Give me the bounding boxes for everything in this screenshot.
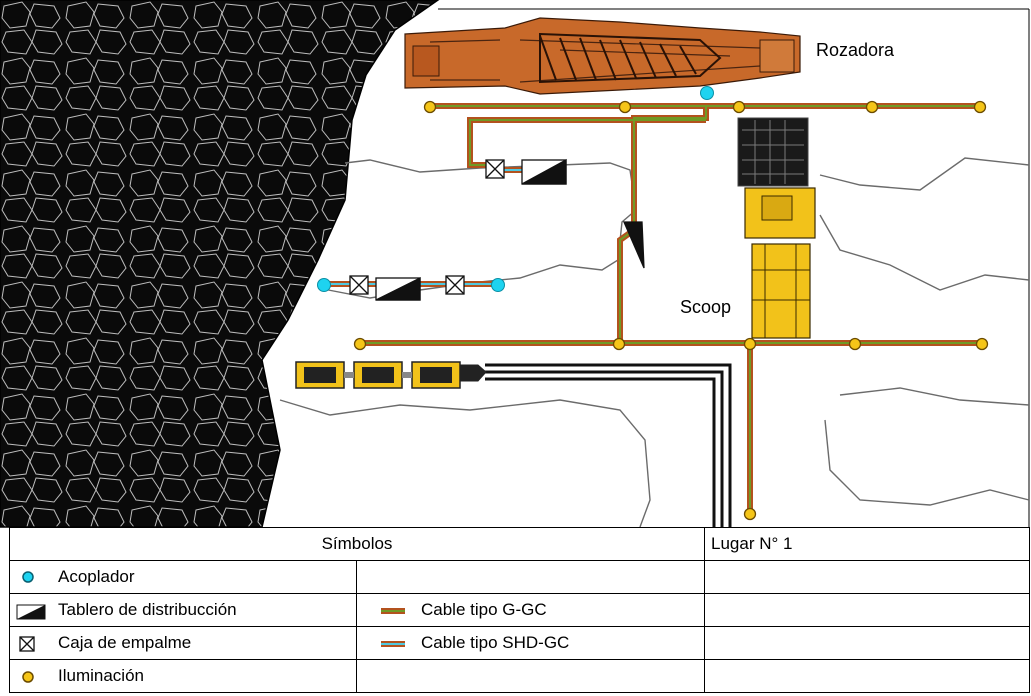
ore-bins xyxy=(295,361,487,389)
legend-label: Caja de empalme xyxy=(58,633,192,652)
junction-box-icon xyxy=(16,635,44,653)
map-distribution-boards xyxy=(375,158,645,301)
legend-item-coupler: Acoplador xyxy=(9,560,357,594)
legend-item-cable-shd-gc: Cable tipo SHD-GC xyxy=(356,626,705,660)
scoop-label: Scoop xyxy=(680,297,732,317)
legend-label: Cable tipo G-GC xyxy=(421,600,547,619)
legend-item-distribution-board: Tablero de distribucción xyxy=(9,593,357,627)
conveyor-hose xyxy=(485,363,732,527)
cables-shd-gc xyxy=(325,167,530,287)
legend-item-lighting: Iluminación xyxy=(9,659,357,693)
scoop-machine xyxy=(737,117,816,339)
coupler-icon xyxy=(16,569,44,587)
legend-item-cable-g-gc: Cable tipo G-GC xyxy=(356,593,705,627)
legend-label: Acoplador xyxy=(58,567,135,586)
rock-mass xyxy=(0,0,440,528)
legend-label: Cable tipo SHD-GC xyxy=(421,633,570,652)
lighting-icon xyxy=(16,668,44,686)
legend-item-junction-box: Caja de empalme xyxy=(9,626,357,660)
legend-title: Símbolos xyxy=(9,527,705,561)
rozadora-machine xyxy=(404,17,801,95)
rozadora-label: Rozadora xyxy=(816,40,895,60)
distribution-board-icon xyxy=(16,602,46,620)
cable-g-gc-icon xyxy=(379,602,407,620)
legend-label: Iluminación xyxy=(58,666,144,685)
map-junction-boxes xyxy=(349,159,505,295)
legend-place: Lugar N° 1 xyxy=(704,527,1030,561)
map-lamps xyxy=(353,100,989,521)
legend-label: Tablero de distribucción xyxy=(58,600,237,619)
legend-table: Símbolos Lugar N° 1 Acoplador Tablero de… xyxy=(9,527,1030,693)
cable-shd-gc-icon xyxy=(379,635,407,653)
map-couplers xyxy=(317,86,714,292)
cables-g-gc xyxy=(358,103,982,515)
